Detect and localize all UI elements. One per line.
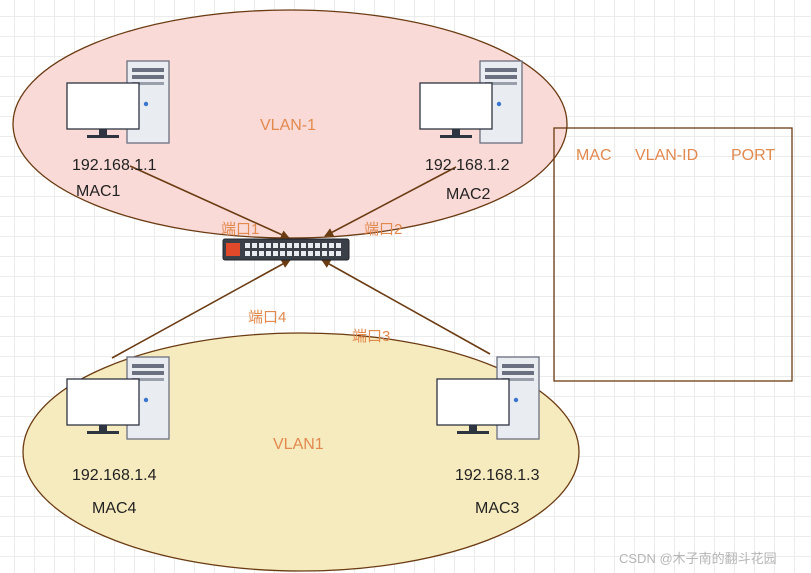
host-4-ip: 192.168.1.4 xyxy=(72,467,157,484)
vlan-bottom-label: VLAN1 xyxy=(273,436,324,453)
mac-table-header-port: PORT xyxy=(731,147,776,164)
watermark-text: CSDN @木子南的翻斗花园 xyxy=(619,551,777,566)
mac-table-header-vlan-id: VLAN-ID xyxy=(635,147,699,164)
host-1-mac: MAC1 xyxy=(76,183,121,200)
link-host4-switch xyxy=(111,259,291,359)
host-1-ip: 192.168.1.1 xyxy=(72,157,157,174)
link-host1-switch xyxy=(129,165,290,239)
port-2-label: 端口2 xyxy=(364,221,403,238)
mac-table-header-mac: MAC xyxy=(576,147,612,164)
host-4-mac: MAC4 xyxy=(92,500,137,517)
host-2-ip: 192.168.1.2 xyxy=(425,157,510,174)
host-3-mac: MAC3 xyxy=(475,500,520,517)
port-3-label: 端口3 xyxy=(352,328,391,345)
link-host3-switch xyxy=(321,259,491,355)
network-switch-icon xyxy=(222,238,350,261)
port-1-label: 端口1 xyxy=(221,221,260,238)
host-3-ip: 192.168.1.3 xyxy=(455,467,540,484)
host-2-mac: MAC2 xyxy=(446,186,491,203)
vlan-top-label: VLAN-1 xyxy=(260,117,317,134)
mac-table-box xyxy=(553,127,793,382)
link-host2-switch xyxy=(324,166,457,237)
port-4-label: 端口4 xyxy=(248,309,287,326)
